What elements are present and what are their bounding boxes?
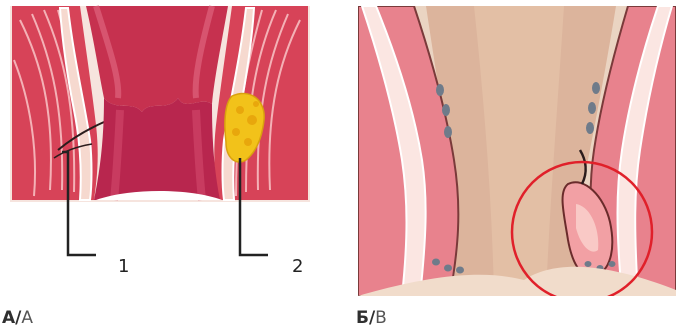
callout-1-label: 1 <box>118 256 129 277</box>
panel-a-illustration: 1 2 А/A <box>0 0 340 334</box>
panel-b-illustration: Б/B <box>354 0 681 334</box>
panel-a-caption-bold: А/ <box>2 308 21 328</box>
panel-a-anatomy-drawing: 1 2 <box>0 0 340 300</box>
panel-a-caption-light: A <box>21 308 33 328</box>
panel-b-caption-light: B <box>375 308 387 328</box>
panel-a-caption: А/A <box>2 308 33 328</box>
panel-b-caption: Б/B <box>356 308 387 328</box>
panel-b-anatomy-drawing <box>354 0 681 300</box>
callout-2-label: 2 <box>292 256 303 277</box>
panel-b-caption-bold: Б/ <box>356 308 375 328</box>
